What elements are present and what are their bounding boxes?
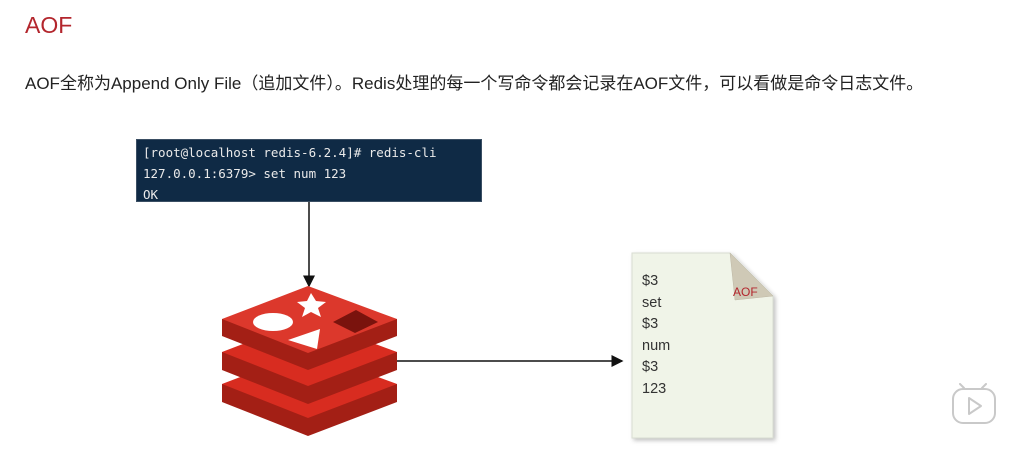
aof-file-icon	[631, 252, 774, 439]
aof-line: 123	[642, 380, 667, 397]
page-description: AOF全称为Append Only File（追加文件）。Redis处理的每一个…	[25, 74, 924, 93]
aof-line: $3	[642, 316, 659, 333]
terminal-line: OK	[143, 187, 159, 202]
aof-line: $3	[642, 273, 659, 289]
play-button-icon[interactable]	[951, 383, 997, 427]
aof-line: $3	[642, 359, 659, 376]
aof-line: num	[642, 337, 671, 354]
page-title: AOF	[25, 12, 73, 38]
terminal-line: 127.0.0.1:6379> set num 123	[143, 166, 347, 181]
aof-line: set	[642, 294, 662, 311]
terminal-line: [root@localhost redis-6.2.4]# redis-cli	[143, 145, 437, 160]
aof-file-content: $3 set $3 num $3 123	[642, 271, 670, 401]
redis-logo-icon	[222, 286, 397, 436]
terminal-window: [root@localhost redis-6.2.4]# redis-cli …	[136, 139, 482, 202]
aof-file-label: AOF	[733, 285, 758, 299]
